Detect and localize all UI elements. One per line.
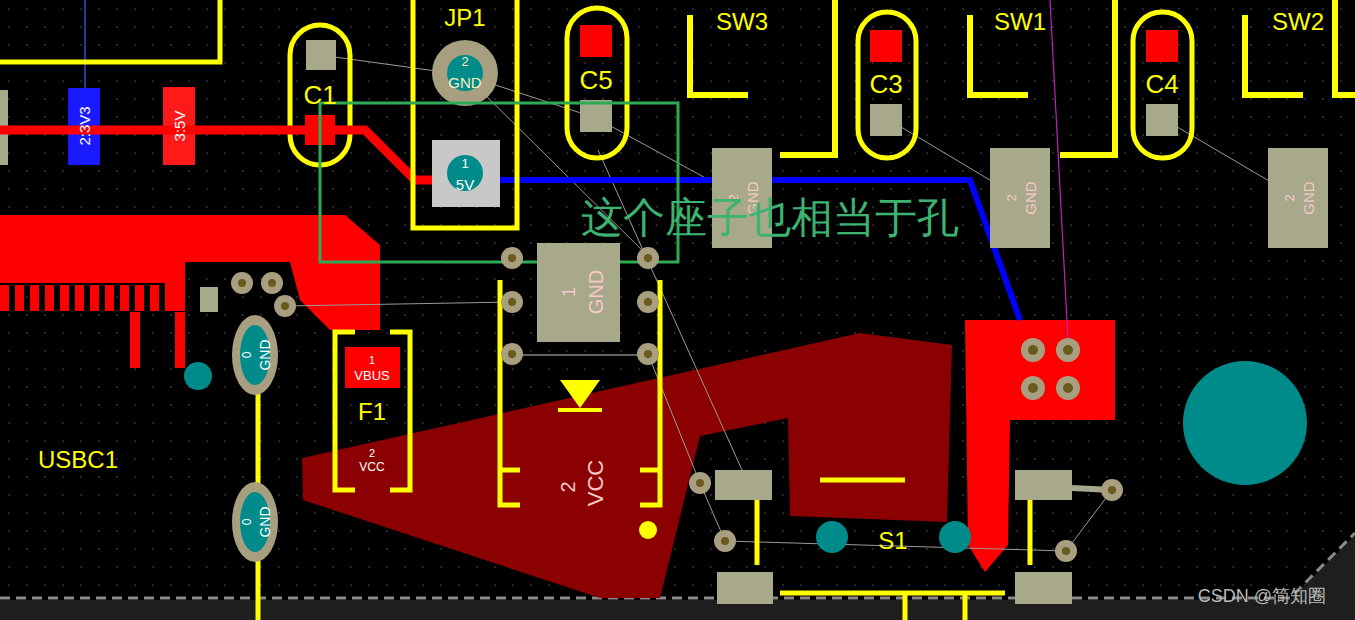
- ref-designator: F1: [358, 400, 386, 424]
- ref-designator: C3: [869, 71, 902, 97]
- net-name: GND: [448, 75, 481, 90]
- pin-number: 1: [369, 355, 375, 366]
- ref-designator: S1: [878, 529, 907, 553]
- net-name: VBUS: [354, 369, 389, 382]
- pin-number: 0: [241, 519, 253, 526]
- ref-designator: C4: [1145, 71, 1178, 97]
- ref-designator: JP1: [444, 6, 485, 30]
- pin-number: 2: [1283, 194, 1296, 201]
- net-name: GND: [586, 270, 606, 314]
- net-label: 3:5V: [172, 111, 187, 142]
- net-name: VCC: [585, 460, 607, 506]
- ref-designator: SW2: [1272, 10, 1324, 34]
- net-label: 2:3V3: [77, 106, 92, 145]
- net-name: GND: [258, 506, 272, 537]
- pin-number: 2: [1005, 194, 1018, 201]
- pin-number: 2: [461, 55, 468, 68]
- ref-designator: SW3: [716, 10, 768, 34]
- ref-designator: USBC1: [38, 448, 118, 472]
- pin-number: 2: [558, 481, 578, 492]
- net-name: 5V: [456, 177, 474, 192]
- net-name: GND: [1301, 181, 1316, 214]
- ref-designator: C1: [303, 82, 336, 108]
- net-name: GND: [1023, 181, 1038, 214]
- net-name: VCC: [359, 461, 384, 473]
- watermark: CSDN @简知圈: [1198, 587, 1326, 605]
- ref-designator: C5: [579, 67, 612, 93]
- pin-number: 2: [369, 448, 375, 459]
- pin-number: 0: [241, 352, 253, 359]
- pin-number: 1: [560, 287, 578, 297]
- ref-designator: SW1: [994, 10, 1046, 34]
- pin-number: 1: [461, 157, 468, 170]
- callout-note: 这个座子也相当于孔: [581, 197, 959, 239]
- net-name: GND: [258, 339, 272, 370]
